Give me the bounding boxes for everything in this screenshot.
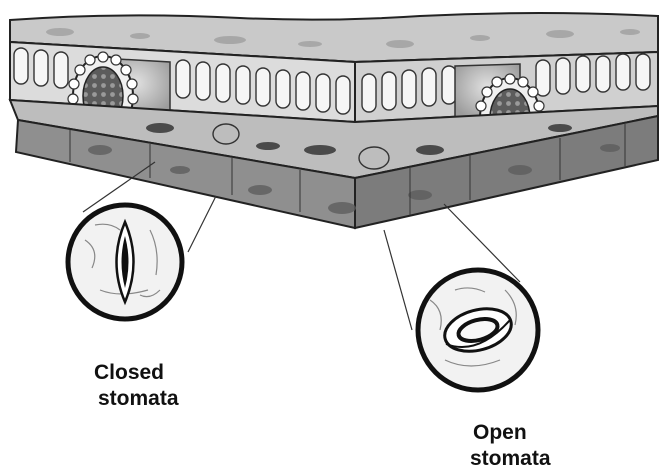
closed-stomata-line2: stomata (98, 386, 179, 412)
open-stomata-label: Open stomata (470, 420, 551, 470)
open-stomata-line1: Open (473, 420, 551, 446)
open-stomata-line2: stomata (470, 446, 551, 470)
closed-stomata-line1: Closed (94, 360, 179, 386)
open-stoma-icon (418, 270, 538, 390)
closed-stoma-icon (68, 205, 182, 319)
closed-stomata-label: Closed stomata (94, 360, 179, 412)
